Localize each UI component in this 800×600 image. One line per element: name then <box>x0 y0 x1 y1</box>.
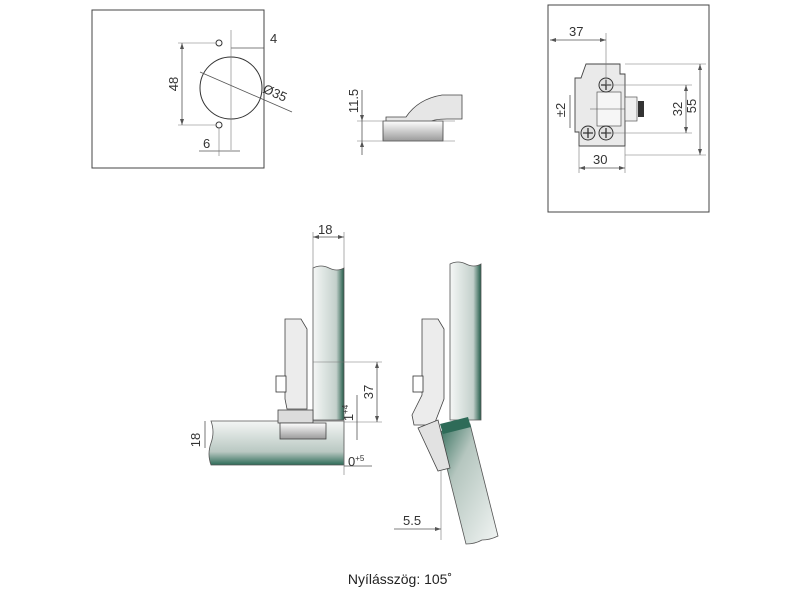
drill-pattern-view: 48 4 6 Ø35 <box>91 9 293 169</box>
dim-overlay-tolerance: +4 <box>341 404 350 414</box>
hinge-cup-open <box>417 419 451 472</box>
lever-tab <box>638 101 644 117</box>
hinge-cup-closed <box>279 422 327 440</box>
dim-11-5: 11.5 <box>346 89 361 113</box>
open-hinge-view: 5.5 <box>394 261 499 545</box>
dim-37-closed: 37 <box>361 385 376 399</box>
hinge-cup-profile <box>382 120 444 142</box>
dim-gap: 0+5 <box>348 454 365 469</box>
dim-48: 48 <box>166 77 181 91</box>
screw-left-icon <box>580 125 596 141</box>
dim-gap-value: 0 <box>348 454 355 469</box>
dim-55: 55 <box>684 99 699 113</box>
dim-30: 30 <box>593 152 607 167</box>
screw-hole-bottom <box>215 121 223 129</box>
cabinet-side-panel <box>312 265 345 421</box>
closed-hinge-view: 18 18 37 1+4 0+5 <box>188 222 382 475</box>
dim-18-left: 18 <box>188 433 203 447</box>
door-panel-open <box>437 423 499 545</box>
dim-5-5: 5.5 <box>403 513 421 528</box>
cabinet-side-panel-open <box>449 261 482 421</box>
dim-overlay-value: 1 <box>341 414 356 421</box>
opening-angle-caption: Nyílásszög: 105˚ <box>347 571 453 587</box>
dim-plus-minus-2: ±2 <box>553 103 568 117</box>
dim-overlay: 1+4 <box>341 404 356 421</box>
dim-4: 4 <box>270 31 277 46</box>
screw-hole-top <box>215 39 223 47</box>
dim-gap-tolerance: +5 <box>355 454 365 463</box>
dim-37-plate: 37 <box>569 24 583 39</box>
hinge-arm-closed <box>284 318 308 410</box>
dim-6: 6 <box>203 136 210 151</box>
hinge-arm-open <box>411 318 445 426</box>
adjust-lever <box>624 96 638 122</box>
dim-diameter-35: Ø35 <box>261 81 290 105</box>
dim-32: 32 <box>670 102 685 116</box>
mounting-plate-view: 37 ±2 32 55 30 <box>547 4 710 213</box>
hinge-arm-profile <box>385 94 463 124</box>
hinge-side-view: 11.5 <box>346 89 463 155</box>
dim-18-top: 18 <box>318 222 332 237</box>
